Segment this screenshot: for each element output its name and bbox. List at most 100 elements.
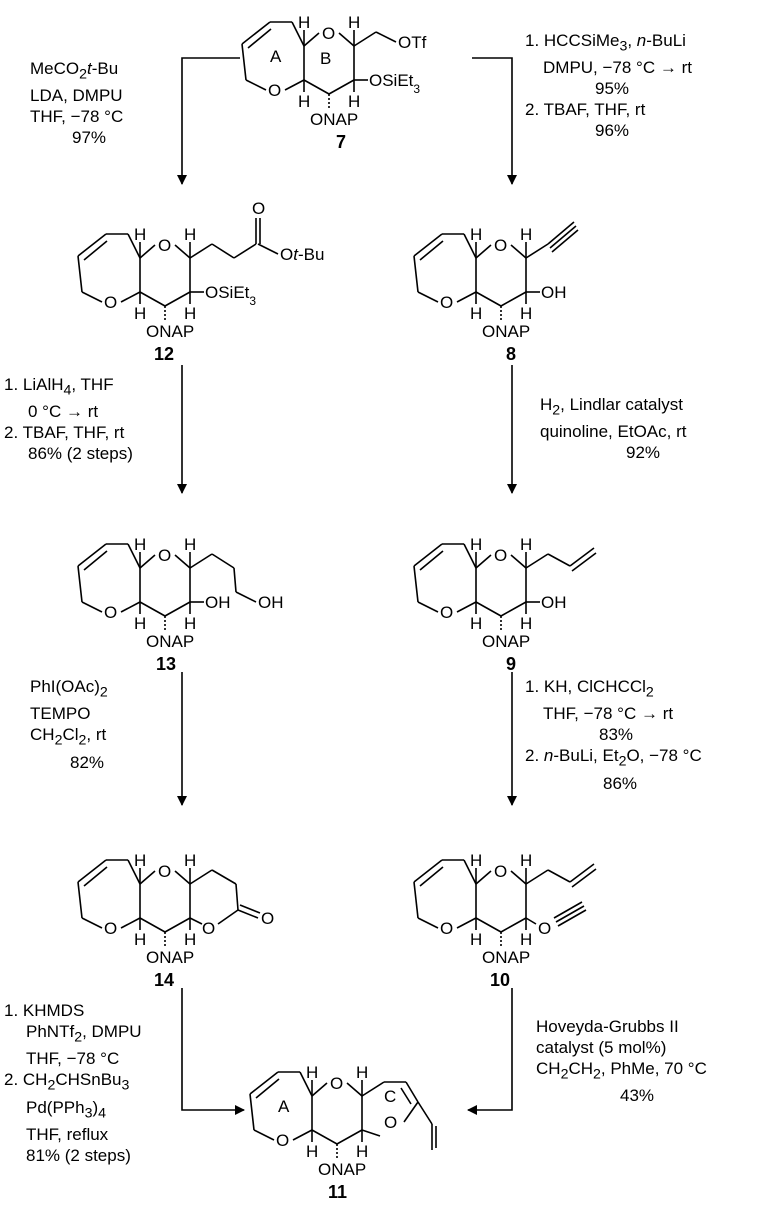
svg-text:C: C: [384, 1087, 396, 1106]
label-12: 12: [154, 344, 174, 364]
arrow-10-11: [467, 988, 513, 1115]
svg-text:H: H: [184, 304, 196, 323]
svg-text:O: O: [322, 24, 335, 43]
structure-11: O O O A C H H H H ONAP 11: [249, 1063, 437, 1202]
svg-text:H: H: [520, 535, 532, 554]
svg-text:B: B: [320, 49, 331, 68]
svg-text:O: O: [268, 81, 281, 100]
svg-text:O: O: [440, 603, 453, 622]
svg-text:OH: OH: [541, 283, 567, 302]
label-11: 11: [328, 1182, 347, 1202]
conditions-13-to-14: PhI(OAc)2 TEMPO CH2Cl2, rt 82%: [30, 677, 108, 772]
svg-text:H: H: [134, 851, 146, 870]
svg-text:H: H: [356, 1142, 368, 1161]
svg-text:OH: OH: [541, 593, 567, 612]
svg-text:Ot-Bu: Ot-Bu: [280, 245, 324, 264]
svg-text:OSiEt3: OSiEt3: [369, 71, 420, 96]
label-14: 14: [154, 970, 174, 990]
svg-text:H: H: [470, 225, 482, 244]
structure-9: O O H H H H OH ONAP 9: [413, 535, 597, 674]
conditions-10-to-11: Hoveyda-Grubbs II catalyst (5 mol%) CH2C…: [536, 1017, 707, 1106]
svg-text:O: O: [252, 199, 265, 218]
svg-text:ONAP: ONAP: [146, 632, 194, 651]
svg-text:H: H: [348, 92, 360, 111]
svg-text:H: H: [520, 304, 532, 323]
conditions-7-to-8: 1. HCCSiMe3, n-BuLi DMPU, −78 °C → rt 95…: [525, 31, 692, 141]
svg-text:H: H: [470, 304, 482, 323]
label-10: 10: [490, 970, 510, 990]
svg-text:H: H: [356, 1063, 368, 1082]
svg-text:H: H: [470, 535, 482, 554]
svg-text:OSiEt3: OSiEt3: [205, 283, 256, 308]
svg-text:H: H: [470, 930, 482, 949]
svg-text:H: H: [134, 225, 146, 244]
svg-text:OH: OH: [258, 593, 284, 612]
conditions-14-to-11: 1. KHMDS PhNTf2, DMPU THF, −78 °C 2. CH2…: [4, 1001, 142, 1166]
svg-text:O: O: [261, 909, 274, 928]
svg-text:ONAP: ONAP: [482, 948, 530, 967]
svg-text:OH: OH: [205, 593, 231, 612]
structure-7: OTf O O A B H H H H OSiEt3 ONAP 7: [241, 13, 427, 152]
label-7: 7: [336, 132, 346, 152]
conditions-9-to-10: 1. KH, ClCHCCl2 THF, −78 °C → rt 83% 2. …: [525, 677, 702, 793]
svg-text:H: H: [306, 1063, 318, 1082]
svg-text:ONAP: ONAP: [482, 322, 530, 341]
svg-text:H: H: [306, 1142, 318, 1161]
svg-text:H: H: [348, 13, 360, 32]
arrow-14-11: [181, 988, 245, 1115]
svg-text:H: H: [470, 614, 482, 633]
svg-text:O: O: [104, 919, 117, 938]
conditions-7-to-12: MeCO2t-Bu LDA, DMPU THF, −78 °C 97%: [30, 59, 124, 148]
svg-text:O: O: [202, 919, 215, 938]
structure-13: OH O O H H H H OH ONAP 13: [77, 535, 284, 674]
svg-text:H: H: [134, 304, 146, 323]
arrow-7-12: [177, 57, 240, 185]
label-8: 8: [506, 344, 516, 364]
svg-text:H: H: [520, 930, 532, 949]
svg-text:O: O: [538, 919, 551, 938]
svg-text:ONAP: ONAP: [310, 110, 358, 129]
svg-text:ONAP: ONAP: [482, 632, 530, 651]
svg-text:O: O: [440, 919, 453, 938]
svg-text:H: H: [520, 225, 532, 244]
svg-text:ONAP: ONAP: [318, 1160, 366, 1179]
svg-text:H: H: [520, 851, 532, 870]
svg-text:H: H: [470, 851, 482, 870]
structure-10: O O O H H H H ONAP 10: [413, 851, 597, 990]
svg-text:H: H: [184, 614, 196, 633]
arrow-7-8: [472, 57, 517, 185]
svg-text:O: O: [158, 862, 171, 881]
svg-text:O: O: [158, 236, 171, 255]
conditions-8-to-9: H2, Lindlar catalyst quinoline, EtOAc, r…: [540, 395, 687, 463]
svg-text:O: O: [276, 1131, 289, 1150]
structure-8: O O H H H H OH ONAP 8: [413, 221, 579, 364]
svg-text:H: H: [184, 930, 196, 949]
svg-text:O: O: [494, 862, 507, 881]
svg-text:H: H: [134, 614, 146, 633]
structure-14: O O O O H H H H ONAP 14: [77, 851, 274, 990]
svg-text:H: H: [184, 535, 196, 554]
svg-text:OTf: OTf: [398, 33, 427, 52]
label-9: 9: [506, 654, 516, 674]
svg-text:O: O: [384, 1113, 397, 1132]
svg-text:O: O: [330, 1074, 343, 1093]
svg-text:H: H: [134, 535, 146, 554]
svg-text:H: H: [298, 13, 310, 32]
svg-text:O: O: [104, 603, 117, 622]
svg-text:O: O: [158, 546, 171, 565]
svg-text:O: O: [440, 293, 453, 312]
svg-text:ONAP: ONAP: [146, 948, 194, 967]
structure-12: O Ot-Bu O O H H H H OSiEt3 ONAP 12: [77, 199, 324, 364]
svg-text:O: O: [494, 236, 507, 255]
svg-text:H: H: [134, 930, 146, 949]
svg-text:A: A: [278, 1097, 290, 1116]
svg-text:H: H: [184, 851, 196, 870]
svg-text:O: O: [494, 546, 507, 565]
svg-text:H: H: [520, 614, 532, 633]
svg-text:H: H: [298, 92, 310, 111]
label-13: 13: [156, 654, 176, 674]
svg-text:ONAP: ONAP: [146, 322, 194, 341]
svg-text:H: H: [184, 225, 196, 244]
svg-text:O: O: [104, 293, 117, 312]
